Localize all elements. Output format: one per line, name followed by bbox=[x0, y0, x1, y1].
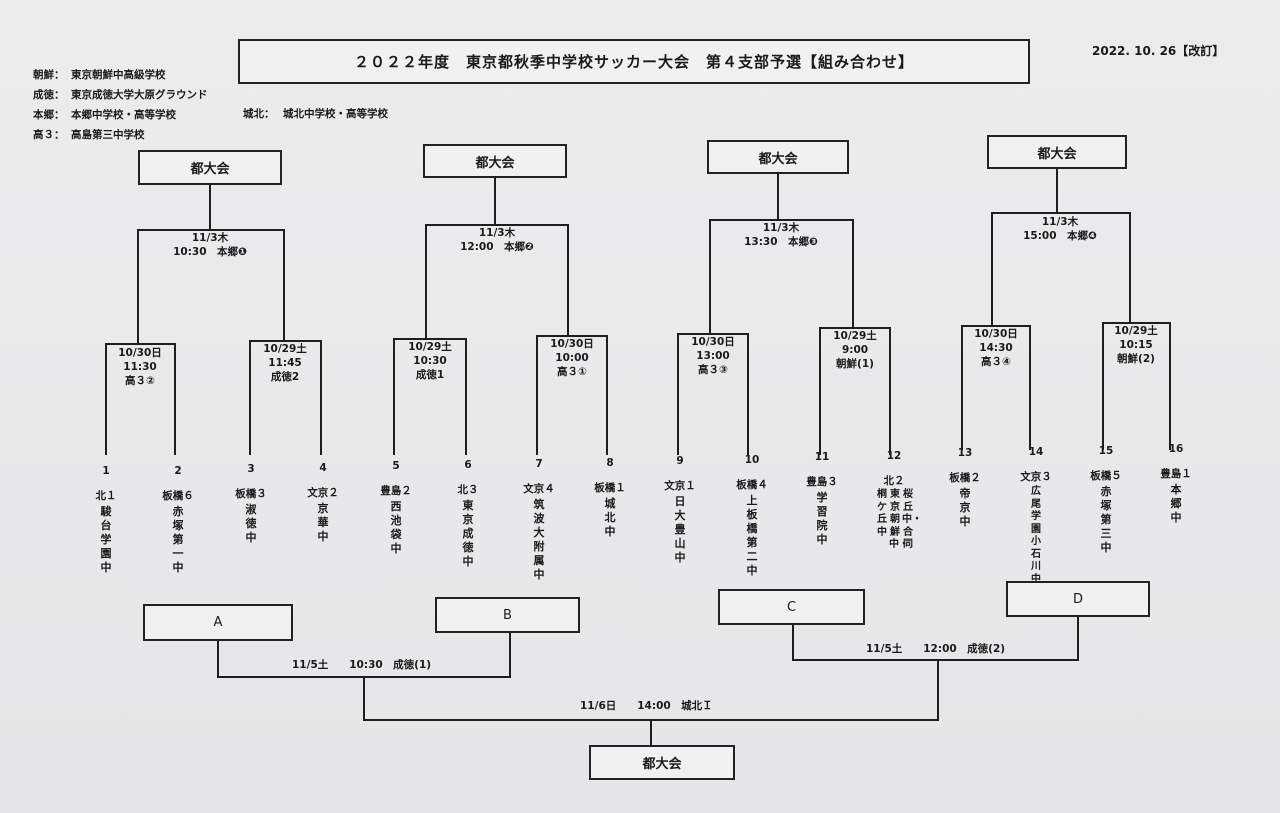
group-box-b: B bbox=[435, 597, 580, 633]
team-number: 8 bbox=[606, 457, 614, 469]
venue-entry: 朝鮮：東京朝鮮中高級学校 bbox=[33, 69, 166, 81]
team-name: 広尾学園小石川中 bbox=[1031, 486, 1041, 585]
bracket-line bbox=[819, 327, 891, 455]
team-group: 板橋２ bbox=[949, 472, 981, 484]
team-group: 板橋５ bbox=[1090, 470, 1122, 482]
team-group: 北３ bbox=[457, 484, 479, 496]
team-number: 11 bbox=[814, 451, 830, 463]
team-group: 文京２ bbox=[307, 487, 339, 499]
team-group: 文京１ bbox=[664, 480, 696, 492]
team-group: 豊島１ bbox=[1160, 468, 1192, 480]
team-number: 13 bbox=[957, 447, 973, 459]
final-match-info: 11/6日 14:00 城北Ｉ bbox=[580, 700, 713, 712]
team-group: 板橋４ bbox=[736, 479, 768, 491]
revision-date: 2022. 10. 26【改訂】 bbox=[1092, 44, 1225, 58]
team-name: 日大豊山中 bbox=[674, 495, 686, 564]
bracket-line bbox=[677, 333, 749, 455]
bracket-line bbox=[137, 229, 285, 343]
bracket-line bbox=[105, 343, 176, 455]
venue-entry: 成徳：東京成徳大学大原グラウンド bbox=[33, 89, 208, 101]
team-name-part: 桐ケ丘中 bbox=[877, 489, 887, 538]
team-name: 淑徳中 bbox=[245, 503, 257, 544]
final-tokyo-tournament-box: 都大会 bbox=[589, 745, 735, 780]
team-number: 16 bbox=[1168, 443, 1184, 455]
team-group: 豊島３ bbox=[806, 476, 838, 488]
bracket-line bbox=[991, 212, 1131, 325]
team-group: 北１ bbox=[95, 490, 117, 502]
team-group: 北２ bbox=[883, 475, 905, 487]
team-number: 2 bbox=[174, 465, 182, 477]
venue-legend: 朝鮮：東京朝鮮中高級学校 成徳：東京成徳大学大原グラウンド 本郷：本郷中学校・高… bbox=[33, 68, 238, 148]
team-number: 7 bbox=[535, 458, 543, 470]
team-name: 赤塚第一中 bbox=[172, 505, 184, 574]
tokyo-tournament-box: 都大会 bbox=[707, 140, 849, 174]
bracket-line bbox=[249, 340, 322, 455]
team-group: 文京３ bbox=[1020, 471, 1052, 483]
team-group: 板橋３ bbox=[235, 488, 267, 500]
team-number: 10 bbox=[744, 454, 760, 466]
team-name: 駿台学園中 bbox=[100, 505, 112, 574]
team-number: 4 bbox=[319, 462, 327, 474]
bracket-line bbox=[393, 338, 467, 455]
team-group: 豊島２ bbox=[380, 485, 412, 497]
team-name: 帝京中 bbox=[959, 487, 971, 528]
team-group: 文京４ bbox=[523, 483, 555, 495]
tokyo-tournament-box: 都大会 bbox=[423, 144, 567, 178]
bracket-line bbox=[709, 219, 854, 333]
team-name: 赤塚第三中 bbox=[1100, 485, 1112, 554]
team-group: 板橋１ bbox=[594, 482, 626, 494]
team-number: 6 bbox=[464, 459, 472, 471]
group-box-c: C bbox=[718, 589, 865, 625]
team-name: 京華中 bbox=[317, 502, 329, 543]
venue-entry: 高３：高島第三中学校 bbox=[33, 129, 145, 141]
group-box-d: D bbox=[1006, 581, 1150, 617]
bracket-line bbox=[961, 325, 1031, 450]
team-name-part: 東京朝鮮中・ bbox=[889, 489, 909, 550]
tournament-title: ２０２２年度 東京都秋季中学校サッカー大会 第４支部予選【組み合わせ】 bbox=[238, 39, 1030, 84]
team-number: 1 bbox=[102, 465, 110, 477]
team-number: 14 bbox=[1028, 446, 1044, 458]
team-number: 5 bbox=[392, 460, 400, 472]
bracket-line bbox=[1102, 322, 1171, 450]
team-number: 3 bbox=[247, 463, 255, 475]
bracket-line bbox=[425, 224, 569, 338]
venue-entry: 本郷：本郷中学校・高等学校 bbox=[33, 109, 176, 121]
bracket-line bbox=[792, 616, 1079, 661]
group-box-a: A bbox=[143, 604, 293, 641]
tokyo-tournament-box: 都大会 bbox=[987, 135, 1127, 169]
bracket-line bbox=[536, 335, 608, 455]
ab-match-info: 11/5土 10:30 成徳(1) bbox=[292, 659, 432, 671]
team-number: 9 bbox=[676, 455, 684, 467]
tokyo-tournament-box: 都大会 bbox=[138, 150, 282, 185]
team-name: 筑波大附属中 bbox=[533, 498, 545, 581]
team-name: 城北中 bbox=[604, 497, 616, 538]
team-name: 上板橋第二中 bbox=[746, 494, 758, 577]
team-number: 15 bbox=[1098, 445, 1114, 457]
team-number: 12 bbox=[886, 450, 902, 462]
cd-match-info: 11/5土 12:00 成徳(2) bbox=[866, 643, 1006, 655]
team-name: 西池袋中 bbox=[390, 500, 402, 555]
venue-entry: 城北：城北中学校・高等学校 bbox=[243, 108, 388, 120]
team-group: 板橋６ bbox=[162, 490, 194, 502]
team-name: 学習院中 bbox=[816, 491, 828, 546]
team-name: 東京成徳中 bbox=[462, 499, 474, 568]
team-name-part: 桜丘中・合同 bbox=[902, 489, 922, 550]
team-name: 本郷中 bbox=[1170, 483, 1182, 524]
